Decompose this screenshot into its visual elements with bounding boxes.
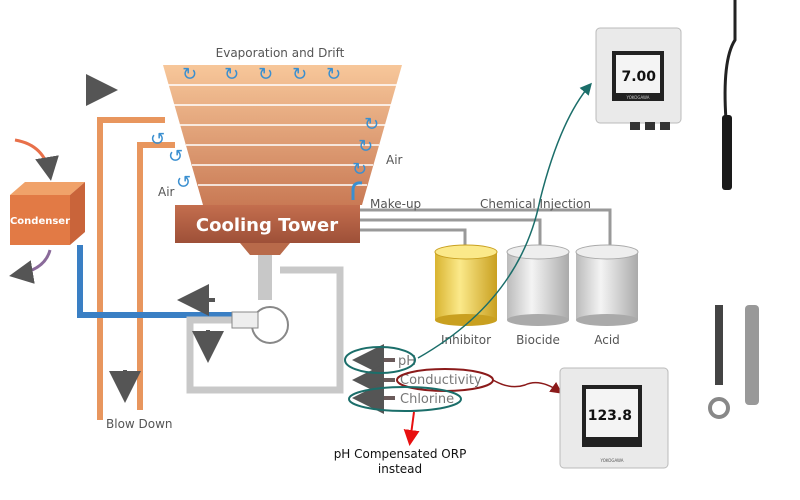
pipes — [77, 74, 612, 420]
ph-reading: 7.00 — [621, 69, 656, 85]
svg-text:↺: ↺ — [176, 172, 191, 193]
svg-text:↻: ↻ — [326, 64, 341, 85]
evaporation-label: Evaporation and Drift — [216, 46, 345, 60]
ph-probe — [722, 115, 732, 190]
condenser: Condenser — [9, 138, 85, 284]
tank-biocide: Biocide — [506, 244, 570, 347]
tank-acid: Acid — [575, 244, 639, 347]
tank-inhibitor: Inhibitor — [434, 244, 498, 347]
conductivity-reading: 123.8 — [588, 408, 632, 424]
conductivity-analyzer: 123.8 YOKOGAWA — [559, 305, 759, 469]
svg-text:↻: ↻ — [224, 64, 239, 85]
brand-logo: YOKOGAWA — [599, 458, 623, 463]
svg-text:↺: ↺ — [150, 129, 165, 150]
brand-logo: YOKOGAWA — [625, 95, 649, 100]
tank-label: Inhibitor — [441, 333, 491, 347]
svg-text:↻: ↻ — [182, 64, 197, 85]
svg-text:↻: ↻ — [292, 64, 307, 85]
note-line1: pH Compensated ORP — [334, 447, 467, 461]
tower-label: Cooling Tower — [196, 215, 338, 236]
ph-analyzer: 7.00 YOKOGAWA — [595, 0, 737, 190]
svg-text:↻: ↻ — [358, 136, 373, 157]
conductivity-probe — [745, 305, 759, 405]
note-line2: instead — [378, 462, 422, 476]
svg-text:↻: ↻ — [352, 159, 367, 180]
evaporation-arrow-icons: ↻↻↻↻↻ ↺↺↺ ↻↻↻ — [150, 64, 379, 193]
svg-text:↻: ↻ — [258, 64, 273, 85]
air-right-label: Air — [386, 153, 403, 167]
svg-text:↺: ↺ — [168, 146, 183, 167]
condenser-label: Condenser — [10, 216, 70, 227]
cooling-tower: Cooling Tower Evaporation and Drift ↻↻↻↻… — [150, 46, 591, 255]
tank-label: Acid — [594, 333, 620, 347]
makeup-label: Make-up — [370, 197, 421, 211]
measurement-points: pH Conductivity Chlorine pH Compensated … — [334, 82, 592, 476]
measurement-chlorine: Chlorine — [400, 392, 454, 407]
measurement-conductivity: Conductivity — [400, 373, 482, 388]
svg-text:↻: ↻ — [364, 114, 379, 135]
air-left-label: Air — [158, 185, 175, 199]
tanks: Inhibitor Biocide Acid — [434, 244, 639, 347]
chemical-injection-label: Chemical Injection — [480, 197, 591, 211]
blow-down-label: Blow Down — [106, 417, 173, 431]
tank-label: Biocide — [516, 333, 560, 347]
